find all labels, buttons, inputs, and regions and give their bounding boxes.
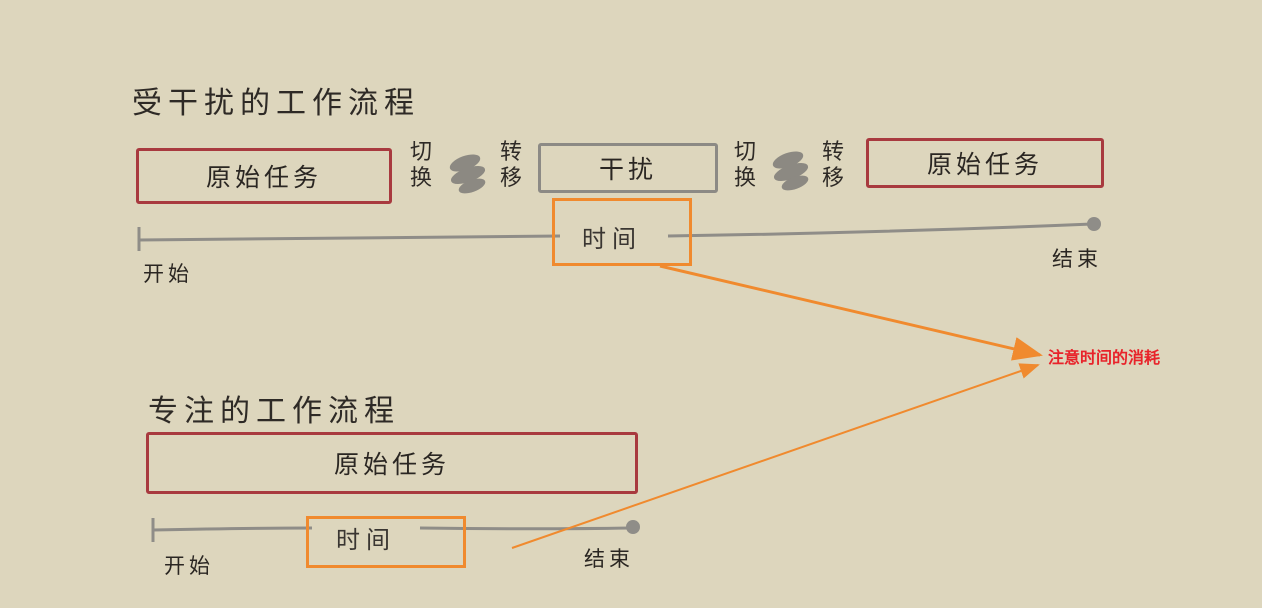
start-label-top: 开始 [143, 262, 193, 286]
focused-task-box: 原始任务 [146, 432, 638, 494]
original-task-box-right: 原始任务 [866, 138, 1104, 188]
end-label-top: 结束 [1052, 247, 1102, 271]
switch-label-1: 切 换 [408, 140, 434, 192]
interrupted-title: 受干扰的工作流程 [132, 86, 420, 121]
time-highlight-bottom [306, 516, 466, 568]
timeline-bottom-end-dot [626, 520, 640, 534]
timeline-bottom-right [419, 526, 631, 531]
original-task-label: 原始任务 [926, 150, 1043, 179]
original-task-box-left: 原始任务 [136, 148, 392, 204]
timeline-top-left [138, 234, 561, 242]
focused-task-label: 原始任务 [333, 450, 450, 479]
arrow-from-bottom [511, 363, 1040, 549]
switch-char: 换 [409, 166, 432, 191]
shift-label-2: 转 移 [820, 140, 846, 192]
time-label-bottom: 时间 [336, 526, 396, 554]
shift-char: 移 [499, 166, 522, 191]
timeline-bottom-left [152, 526, 313, 532]
timeline-top-end-dot [1087, 217, 1101, 231]
switch-char: 切 [409, 140, 432, 165]
start-label-bottom: 开始 [164, 554, 214, 578]
shift-label-1: 转 移 [498, 140, 524, 192]
end-label-bottom: 结束 [584, 547, 634, 571]
shift-char: 移 [821, 166, 844, 191]
switch-char: 换 [733, 166, 756, 191]
interruption-label: 干扰 [598, 155, 657, 184]
switch-label-2: 切 换 [732, 140, 758, 192]
time-label-top: 时间 [582, 225, 642, 253]
switch-smudge-1 [449, 154, 486, 194]
timeline-top-right [667, 222, 1093, 238]
shift-char: 转 [821, 140, 844, 165]
focused-title: 专注的工作流程 [148, 394, 400, 429]
arrow-from-top [659, 264, 1043, 361]
interruption-box: 干扰 [538, 143, 718, 193]
time-highlight-top [552, 198, 692, 266]
switch-char: 切 [733, 140, 756, 165]
shift-char: 转 [499, 140, 522, 165]
original-task-label: 原始任务 [205, 163, 322, 192]
switch-smudge-2 [772, 151, 809, 191]
annotation-note: 注意时间的消耗 [1048, 348, 1161, 367]
